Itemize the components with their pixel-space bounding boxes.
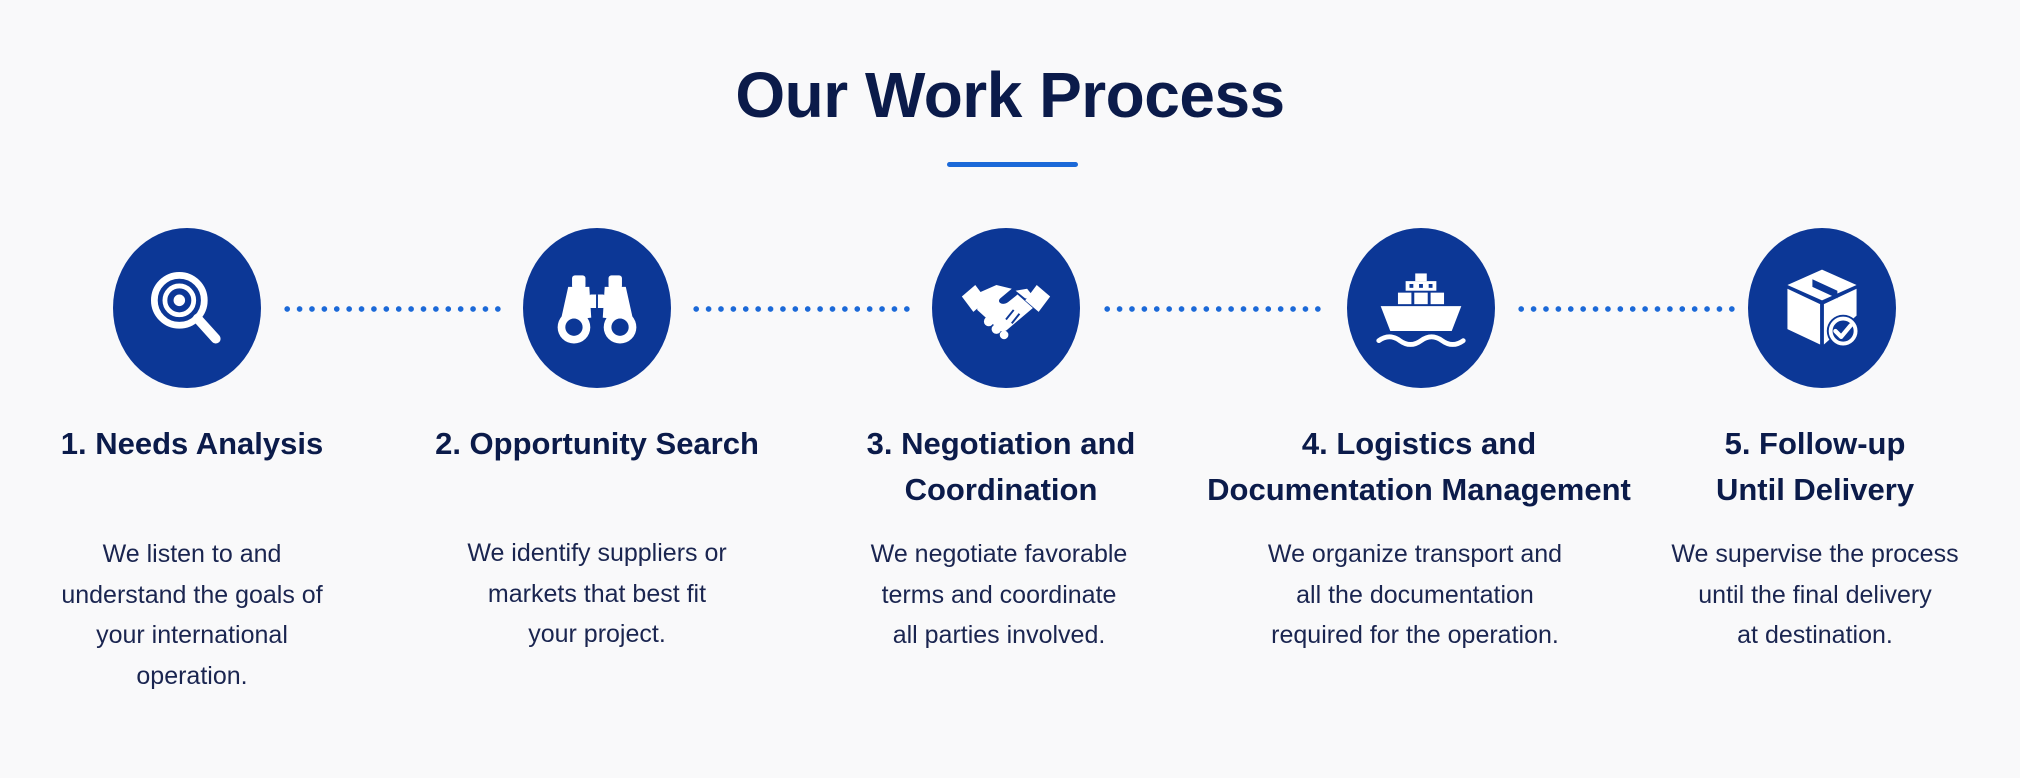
title-underline [947, 162, 1078, 167]
cargo-ship-icon [1376, 273, 1466, 347]
connector-2-3 [690, 306, 914, 312]
step-5-badge [1748, 228, 1896, 388]
step-1-description: We listen to and understand the goals of… [61, 540, 323, 690]
step-5-title: 5. Follow-up Until Delivery [1715, 426, 1915, 507]
step-3-badge [932, 228, 1080, 388]
step-3-title: 3. Negotiation and Coordination [866, 426, 1136, 507]
step-4-title: 4. Logistics and Documentation Managemen… [1207, 426, 1631, 507]
step-4-badge [1347, 228, 1495, 388]
step-2-description: We identify suppliers or markets that be… [467, 539, 727, 648]
binoculars-icon [557, 275, 637, 344]
connector-3-4 [1101, 306, 1325, 312]
step-3-description: We negotiate favorable terms and coordin… [870, 540, 1128, 649]
step-2-badge [523, 228, 671, 388]
step-4-description: We organize transport and all the docume… [1267, 540, 1563, 649]
step-2-title: 2. Opportunity Search [435, 426, 759, 461]
step-1-badge [113, 228, 261, 388]
handshake-icon [961, 284, 1051, 340]
step-5-description: We supervise the process until the final… [1671, 540, 1959, 649]
step-1-title: 1. Needs Analysis [60, 426, 324, 461]
page-title: Our Work Process [735, 59, 1285, 131]
magnifier-target-icon [151, 272, 221, 344]
connector-4-5 [1515, 306, 1739, 312]
connector-1-2 [281, 306, 505, 312]
package-check-icon [1787, 269, 1860, 348]
